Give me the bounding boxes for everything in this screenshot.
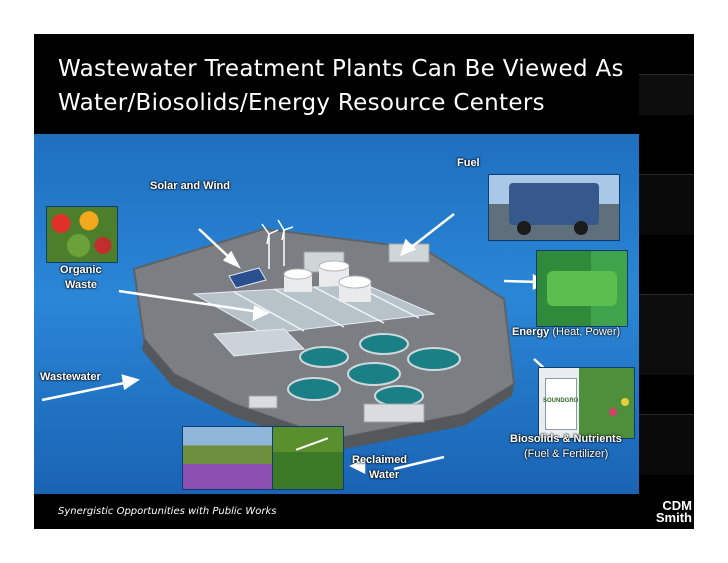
strip-tile — [639, 294, 694, 375]
strip-tile — [639, 414, 694, 475]
brand-logo-text: CDM Smith — [656, 500, 692, 524]
truck-wheel — [574, 221, 588, 235]
bag-brand-text: SOUNDGRO — [543, 398, 578, 404]
building — [249, 396, 277, 408]
flower — [609, 408, 617, 416]
label-organic: Organic — [60, 264, 102, 276]
label-solar-wind: Solar and Wind — [150, 180, 230, 192]
clarifier — [360, 334, 408, 354]
flower — [621, 398, 629, 406]
diagram-area: SOUNDGRO Fuel Solar and Wind Organic Was… — [34, 134, 639, 494]
clarifier — [300, 347, 348, 367]
label-water: Water — [369, 469, 399, 481]
fuel-truck-photo — [488, 174, 620, 241]
label-reclaimed: Reclaimed — [352, 454, 407, 466]
water-spray — [296, 437, 329, 451]
clarifier — [408, 348, 460, 370]
footer-text: Synergistic Opportunities with Public Wo… — [58, 506, 276, 517]
footer-band: Synergistic Opportunities with Public Wo… — [34, 494, 639, 529]
slide: Wastewater Treatment Plants Can Be Viewe… — [34, 34, 694, 529]
label-biosolids: Biosolids & Nutrients — [510, 433, 622, 445]
clarifier — [288, 378, 340, 400]
label-waste: Waste — [65, 279, 97, 291]
slide-title-line-1: Wastewater Treatment Plants Can Be Viewe… — [58, 56, 624, 82]
strip-tile — [639, 74, 694, 115]
right-decor-strip — [639, 34, 694, 529]
title-band: Wastewater Treatment Plants Can Be Viewe… — [34, 34, 639, 134]
clarifier — [348, 363, 400, 385]
label-wastewater: Wastewater — [40, 371, 101, 383]
fertilizer-bag — [545, 378, 577, 430]
label-energy: Energy (Heat, Power) — [512, 326, 620, 338]
garbage-truck-body — [509, 183, 599, 225]
truck-wheel — [517, 221, 531, 235]
irrigation-photo — [272, 426, 344, 490]
generator-photo — [536, 250, 628, 327]
label-biosolids-sub: (Fuel & Fertilizer) — [524, 448, 608, 460]
organic-waste-photo — [46, 206, 118, 263]
building — [364, 404, 424, 422]
biosolids-photo: SOUNDGRO — [538, 367, 635, 439]
label-energy-bold: Energy — [512, 326, 549, 338]
clarifier — [375, 386, 423, 406]
brand-line-2: Smith — [656, 512, 692, 524]
label-energy-detail: (Heat, Power) — [552, 326, 620, 338]
engine-block — [547, 271, 617, 306]
label-fuel: Fuel — [457, 157, 480, 169]
purple-pipe-photo — [182, 426, 274, 490]
strip-tile — [639, 174, 694, 235]
slide-title-line-2: Water/Biosolids/Energy Resource Centers — [58, 90, 545, 116]
brand-logo: CDM Smith — [639, 494, 694, 529]
